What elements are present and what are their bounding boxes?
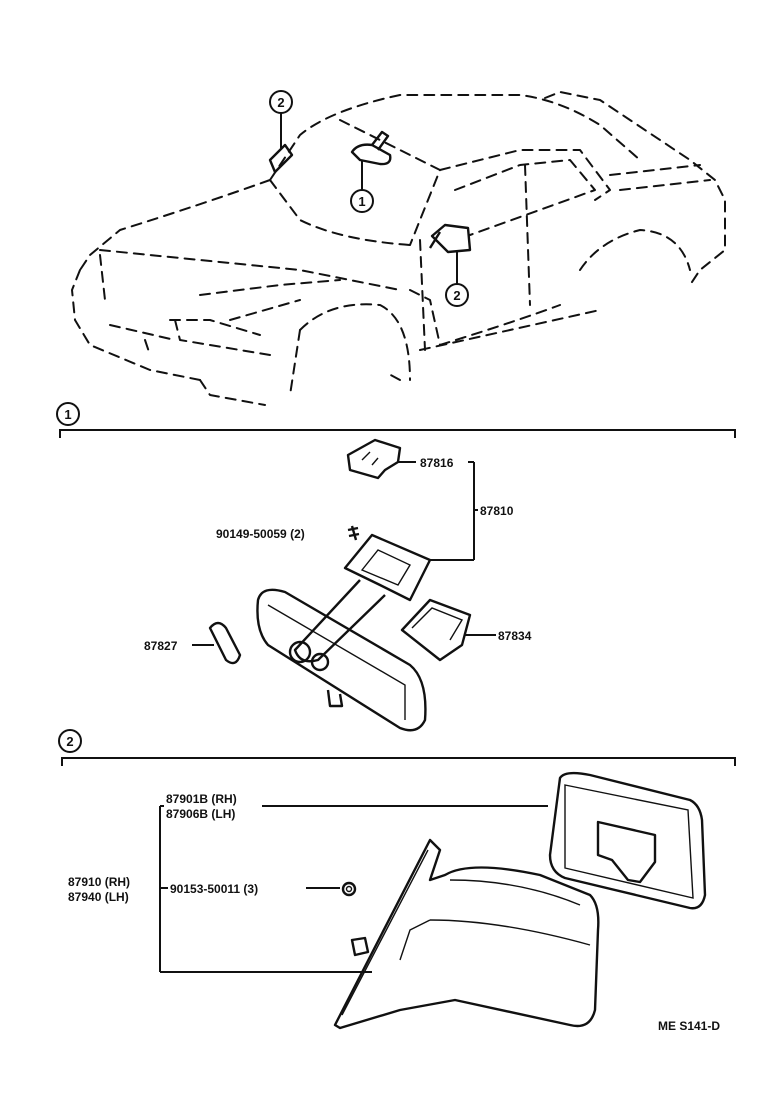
section-1-marker	[56, 402, 80, 426]
callout-circle-2-door	[445, 283, 469, 307]
part-87906b-label: 87906B (LH)	[166, 807, 235, 821]
interior-mirror-icon	[350, 143, 392, 166]
callout-1-label: 1	[358, 194, 365, 209]
outer-mirror-housing-part	[333, 838, 600, 1030]
part-90149-label: 90149-50059 (2)	[216, 527, 305, 541]
diagram-code: ME S141-D	[658, 1019, 720, 1033]
clip-87816-part	[346, 438, 402, 480]
section-2-marker	[58, 729, 82, 753]
callout-circle-1	[350, 189, 374, 213]
section-2-bracket	[61, 757, 736, 766]
pin-87827-part	[208, 621, 242, 665]
part-87940-label: 87940 (LH)	[68, 890, 129, 904]
screw-icon	[347, 525, 360, 541]
section-1-marker-label: 1	[64, 407, 71, 422]
callout-2-door-label: 2	[453, 288, 460, 303]
inner-mirror-body-part	[256, 588, 427, 732]
mirror-stay-part	[343, 533, 432, 602]
part-87834-label: 87834	[498, 629, 532, 643]
part-87810-label: 87810	[480, 504, 514, 518]
part-87816-label: 87816	[420, 456, 454, 470]
car-overview-illustration: 2 1 2	[71, 90, 726, 406]
section-1-inner-mirror: 1 87816 87810 90149-50059 (2) 87827	[56, 402, 736, 732]
section-2-marker-label: 2	[66, 734, 73, 749]
part-87901b-label: 87901B (RH)	[166, 792, 237, 806]
section-2-outer-mirror: 2 87901B (RH) 87906B (LH) 87910 (RH) 879…	[58, 729, 736, 1030]
part-90153-label: 90153-50011 (3)	[170, 882, 258, 896]
mirror-glass-part	[548, 771, 707, 910]
cover-87834-part	[400, 598, 472, 662]
part-87827-label: 87827	[144, 639, 178, 653]
screw-90153-icon	[341, 881, 357, 897]
callout-circle-2	[269, 90, 293, 114]
callout-2-label: 2	[277, 95, 284, 110]
part-87910-label: 87910 (RH)	[68, 875, 130, 889]
section-1-bracket	[59, 429, 736, 438]
outer-mirror-icon	[430, 223, 472, 254]
